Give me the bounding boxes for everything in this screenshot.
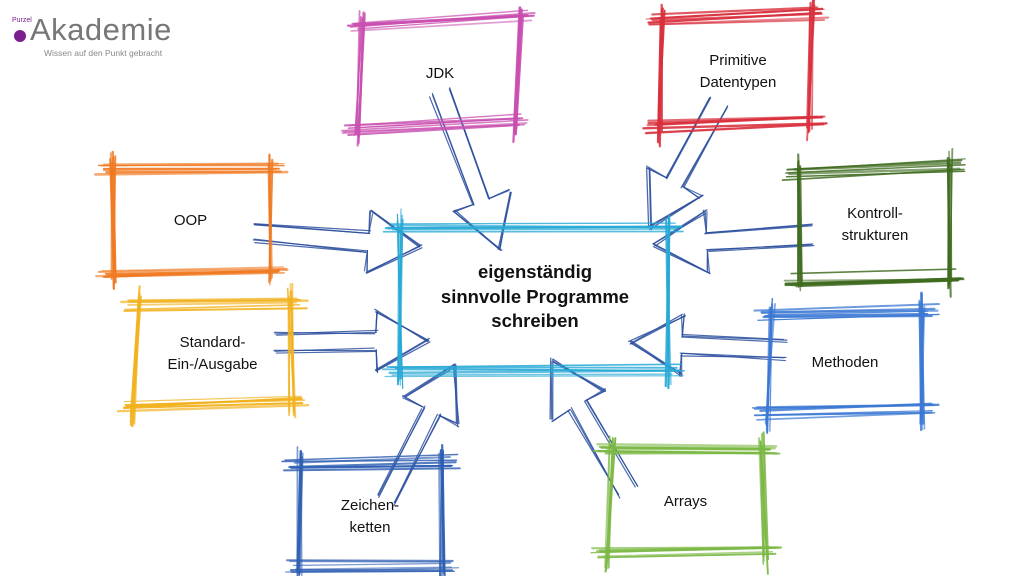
logo-tagline: Wissen auf den Punkt gebracht <box>44 48 163 58</box>
node-line: Primitive <box>709 52 767 70</box>
node-box-zeichen <box>281 444 461 576</box>
node-label-jdk: JDK <box>365 28 515 120</box>
node-line: ketten <box>349 519 391 536</box>
node-boxes <box>94 0 966 576</box>
logo-wordmark: Akademie <box>30 12 172 47</box>
logo-small-text: Purzel <box>12 17 32 24</box>
center-goal-label: eigenständig sinnvolle Programme schreib… <box>405 232 665 362</box>
node-line: Datentypen <box>699 74 777 91</box>
node-label-arrays: Arrays <box>608 452 763 552</box>
center-line: eigenständig <box>477 260 593 282</box>
node-line: strukturen <box>841 227 909 244</box>
node-line: Ein-/Ausgabe <box>167 356 258 373</box>
logo-dot <box>14 30 26 42</box>
node-line: Kontroll- <box>847 205 903 223</box>
node-label-kontrollstrukturen: Kontroll- strukturen <box>800 175 950 275</box>
node-line: Methoden <box>811 354 879 372</box>
node-box-oop <box>94 150 289 291</box>
node-line: Zeichen- <box>340 497 400 515</box>
node-box-arrays <box>590 431 783 575</box>
node-box-kontroll <box>781 148 966 298</box>
node-label-methoden: Methoden <box>770 315 920 411</box>
node-box-standard <box>116 282 310 428</box>
arrow-jdk <box>428 87 512 251</box>
node-box-primitive <box>642 0 830 148</box>
node-label-zeichenketten: Zeichen- ketten <box>300 468 440 566</box>
node-box-methoden <box>751 291 940 434</box>
arrow-oop <box>252 209 423 274</box>
arrow-kontroll <box>652 209 815 275</box>
center-line: schreiben <box>491 310 579 332</box>
node-label-primitive-datentypen: Primitive Datentypen <box>662 22 814 122</box>
center-goal-box <box>381 208 686 390</box>
node-line: JDK <box>425 65 455 83</box>
node-line: OOP <box>173 212 208 230</box>
node-box-jdk <box>340 6 536 147</box>
node-label-oop: OOP <box>113 172 268 270</box>
node-line: Arrays <box>663 493 708 511</box>
node-line: Standard- <box>179 334 246 352</box>
node-label-standard-ein-ausgabe: Standard- Ein-/Ausgabe <box>135 305 290 403</box>
center-line: sinnvolle Programme <box>440 285 630 307</box>
